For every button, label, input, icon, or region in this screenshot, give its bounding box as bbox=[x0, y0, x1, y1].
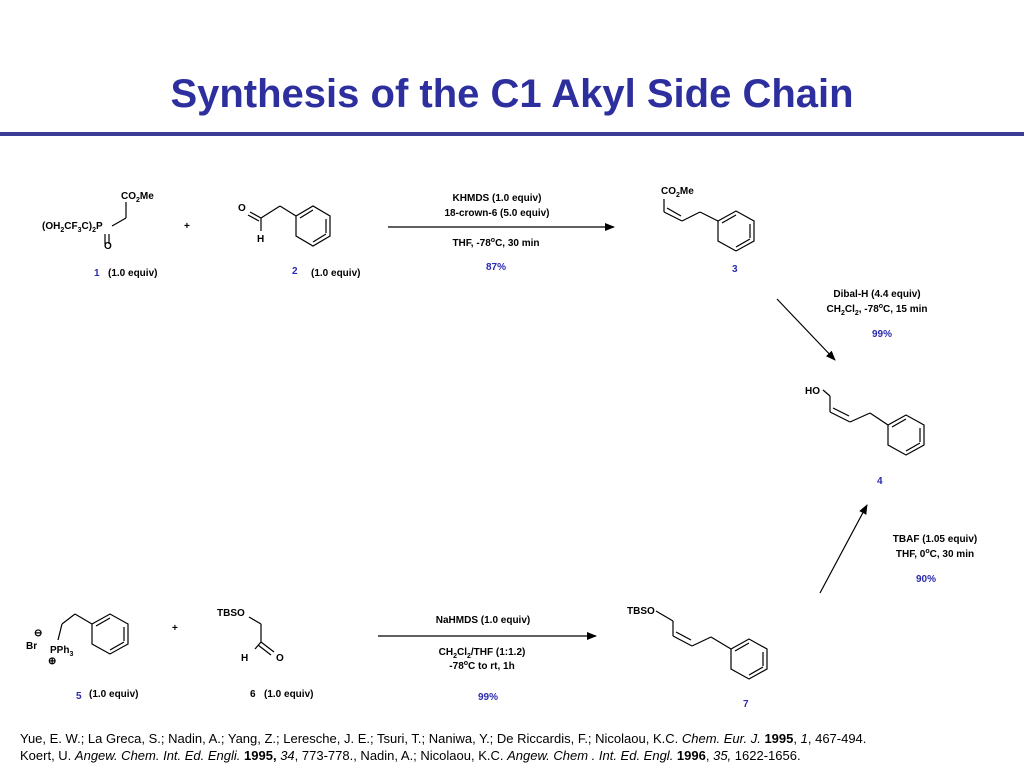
reaction-2-condition-line-2: CH2Cl2/THF (1:1.2) bbox=[439, 647, 526, 660]
compound-7-tbso: TBSO bbox=[627, 606, 655, 617]
compound-5-phosphonium: PPh3 bbox=[50, 645, 73, 658]
compound-1-equiv: (1.0 equiv) bbox=[108, 268, 157, 279]
compound-5-bromide: Br bbox=[26, 641, 37, 652]
reaction-1-condition-line-3: THF, -78oC, 30 min bbox=[452, 237, 539, 249]
compound-2-structure bbox=[247, 205, 331, 247]
compound-6-structure bbox=[248, 616, 275, 656]
compound-7-structure bbox=[655, 610, 768, 680]
step-2-condition-line-1: Dibal-H (4.4 equiv) bbox=[833, 289, 920, 300]
slide-title: Synthesis of the C1 Akyl Side Chain bbox=[170, 72, 854, 116]
reference-line-2: Koert, U. Angew. Chem. Int. Ed. Engli. 1… bbox=[20, 748, 801, 763]
compound-1-structure bbox=[104, 202, 127, 244]
step-2-yield: 99% bbox=[872, 329, 892, 340]
compound-1-oxygen: O bbox=[104, 241, 112, 252]
step-3-arrow bbox=[819, 504, 868, 594]
compound-1-number: 1 bbox=[94, 268, 100, 279]
compound-3-structure bbox=[663, 199, 755, 252]
reaction-2-condition-line-1: NaHMDS (1.0 equiv) bbox=[436, 615, 530, 626]
compound-5-number: 5 bbox=[76, 691, 82, 702]
compound-6-number: 6 bbox=[250, 689, 256, 700]
step-3-yield: 90% bbox=[916, 574, 936, 585]
compound-6-equiv: (1.0 equiv) bbox=[264, 689, 313, 700]
compound-6-oxygen: O bbox=[276, 653, 284, 664]
step-2-arrow bbox=[776, 298, 836, 361]
title-rule bbox=[0, 132, 1024, 136]
compound-5-equiv: (1.0 equiv) bbox=[89, 689, 138, 700]
plus-sign-2: + bbox=[172, 623, 178, 634]
reaction-1-condition-line-1: KHMDS (1.0 equiv) bbox=[453, 193, 542, 204]
compound-5-minus-charge: ⊖ bbox=[34, 628, 42, 639]
references: Yue, E. W.; La Greca, S.; Nadin, A.; Yan… bbox=[20, 730, 1010, 764]
compound-3-ester-label: CO2Me bbox=[661, 186, 694, 199]
reaction-1-yield: 87% bbox=[486, 262, 506, 273]
compound-2-hydrogen: H bbox=[257, 234, 264, 245]
compound-3-number: 3 bbox=[732, 264, 738, 275]
compound-1-ester-label: CO2Me bbox=[121, 191, 154, 204]
compound-6-hydrogen: H bbox=[241, 653, 248, 664]
compound-4-number: 4 bbox=[877, 476, 883, 487]
compound-2-oxygen: O bbox=[238, 203, 246, 214]
compound-5-plus-charge: ⊕ bbox=[48, 656, 56, 667]
plus-sign-1: + bbox=[184, 221, 190, 232]
reaction-1-condition-line-2: 18-crown-6 (5.0 equiv) bbox=[444, 208, 549, 219]
step-2-condition-line-2: CH2Cl2, -78oC, 15 min bbox=[826, 303, 927, 317]
compound-5-structure bbox=[57, 613, 129, 655]
compound-2-equiv: (1.0 equiv) bbox=[311, 268, 360, 279]
compound-4-hydroxyl: HO bbox=[805, 386, 820, 397]
compound-6-tbso: TBSO bbox=[217, 608, 245, 619]
step-3-condition-line-1: TBAF (1.05 equiv) bbox=[893, 534, 977, 545]
compound-7-number: 7 bbox=[743, 699, 749, 710]
reaction-2-condition-line-3: -78oC to rt, 1h bbox=[449, 660, 514, 672]
step-3-condition-line-2: THF, 0oC, 30 min bbox=[896, 548, 974, 560]
reference-line-1: Yue, E. W.; La Greca, S.; Nadin, A.; Yan… bbox=[20, 731, 867, 746]
compound-1-phosphonate-label: (OH2CF3C)2P bbox=[42, 221, 103, 234]
reaction-2-yield: 99% bbox=[478, 692, 498, 703]
compound-4-structure bbox=[822, 389, 925, 456]
compound-2-number: 2 bbox=[292, 266, 298, 277]
